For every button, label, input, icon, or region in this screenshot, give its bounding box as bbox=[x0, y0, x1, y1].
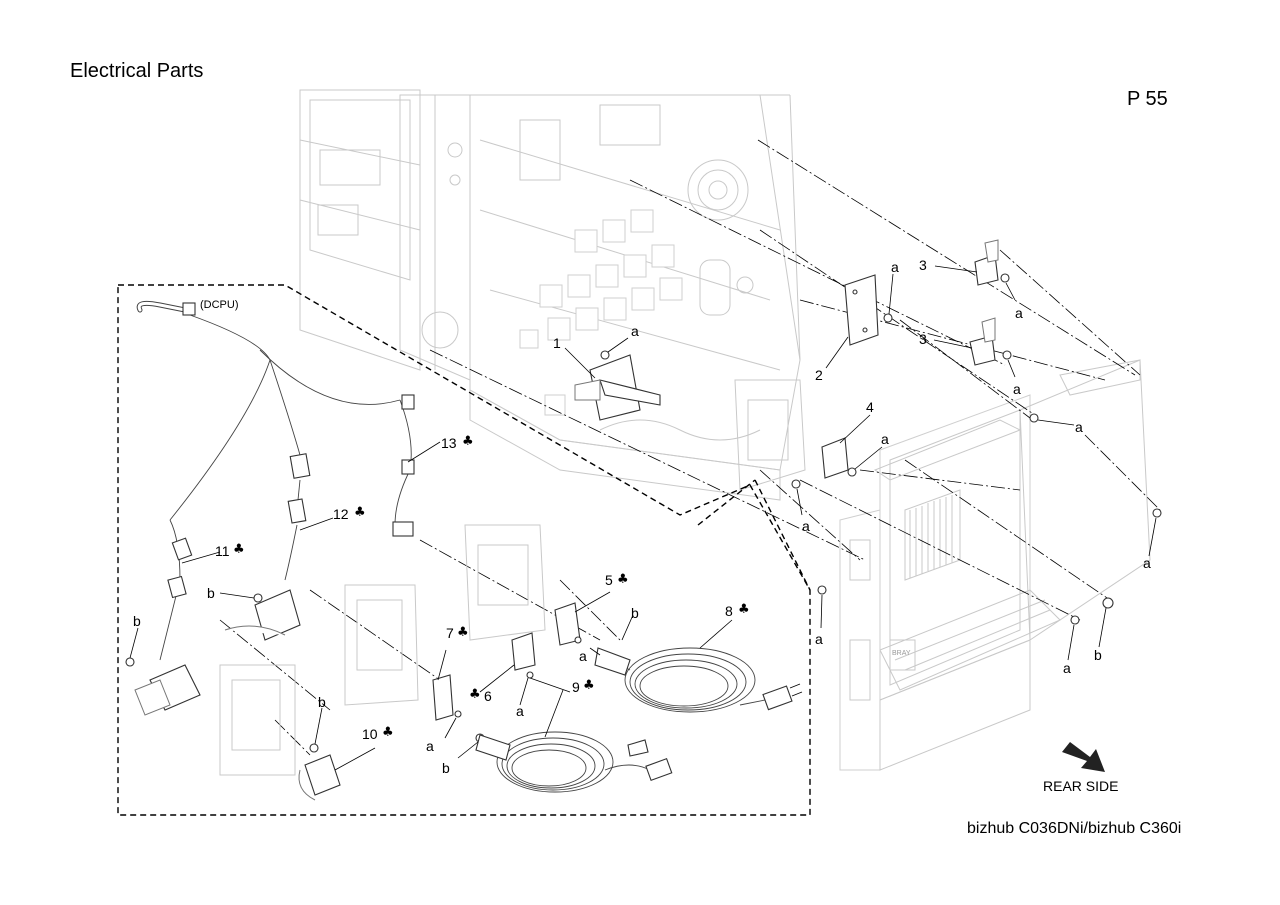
callout-6: 6 bbox=[484, 688, 492, 704]
screw-label-a: a bbox=[891, 259, 899, 275]
screw-label-a: a bbox=[1063, 660, 1071, 676]
screw-label-a: a bbox=[579, 648, 587, 664]
screw-label-a: a bbox=[802, 518, 810, 534]
controller-box: BRAY bbox=[839, 359, 1151, 771]
club-symbol-12: ♣ bbox=[354, 505, 366, 520]
part-12-harness bbox=[224, 359, 311, 641]
callout-1: 1 bbox=[553, 335, 561, 351]
rear-side-indicator: REAR SIDE bbox=[1043, 742, 1118, 794]
machine-frame bbox=[299, 89, 806, 501]
screw-label-b: b bbox=[442, 760, 450, 776]
callout-8: 8 bbox=[725, 603, 733, 619]
club-symbol-7: ♣ bbox=[457, 625, 469, 640]
model-name: bizhub C036DNi/bizhub C360i bbox=[967, 820, 1182, 837]
screw-label-a: a bbox=[881, 431, 889, 447]
internal-mount-brackets bbox=[219, 524, 546, 776]
screw-label-b: b bbox=[207, 585, 215, 601]
screw-label-a: a bbox=[631, 323, 639, 339]
callout-7: 7 bbox=[446, 625, 454, 641]
subassembly-boundary bbox=[117, 284, 811, 816]
screw-label-b: b bbox=[631, 605, 639, 621]
screw-label-b: b bbox=[318, 694, 326, 710]
screw-label-a: a bbox=[426, 738, 434, 754]
callout-5: 5 bbox=[605, 572, 613, 588]
part-9-power-cord bbox=[475, 731, 673, 793]
page-title: Electrical Parts bbox=[70, 60, 204, 82]
screws-right bbox=[817, 413, 1162, 625]
part-10-inlet bbox=[298, 743, 341, 801]
screw-label-a: a bbox=[815, 631, 823, 647]
screw-label-a: a bbox=[1015, 305, 1023, 321]
club-symbol-11: ♣ bbox=[233, 542, 245, 557]
club-symbol-6: ♣ bbox=[469, 687, 481, 702]
direction-arrow-icon bbox=[1062, 742, 1105, 772]
callout-labels: 1 2 3 3 4 5 6 7 8 9 10 11 12 13 ♣ ♣ ♣ ♣ … bbox=[133, 257, 1151, 776]
part-3-clip-lower bbox=[969, 317, 1012, 366]
screw-label-b: b bbox=[133, 613, 141, 629]
club-symbol-10: ♣ bbox=[382, 725, 394, 740]
screw-label-b: b bbox=[1094, 647, 1102, 663]
screw-label-a: a bbox=[516, 703, 524, 719]
part-7-plate bbox=[432, 674, 485, 743]
part-8-power-cord bbox=[594, 647, 803, 713]
club-symbol-5: ♣ bbox=[617, 572, 629, 587]
svg-text:BRAY: BRAY bbox=[892, 650, 911, 657]
part-6-plate bbox=[511, 632, 536, 679]
callout-3-lower: 3 bbox=[919, 331, 927, 347]
page-number: P 55 bbox=[1127, 88, 1168, 110]
part-1-bracket bbox=[574, 350, 661, 421]
part-3-clip-upper bbox=[974, 239, 1010, 286]
callout-13: 13 bbox=[441, 435, 457, 451]
screw-label-a: a bbox=[1075, 419, 1083, 435]
part-13-harness bbox=[259, 349, 415, 537]
connector-label-dcpu: (DCPU) bbox=[200, 299, 239, 311]
callout-10: 10 bbox=[362, 726, 378, 742]
callout-2: 2 bbox=[815, 367, 823, 383]
callout-4: 4 bbox=[866, 399, 874, 415]
screw-label-a: a bbox=[1013, 381, 1021, 397]
part-11-harness bbox=[125, 300, 271, 716]
callout-9: 9 bbox=[572, 679, 580, 695]
club-symbol-8: ♣ bbox=[738, 602, 750, 617]
club-symbol-13: ♣ bbox=[462, 434, 474, 449]
part-4-cover bbox=[791, 437, 857, 489]
part-2-plate bbox=[844, 274, 893, 346]
leader-lines bbox=[129, 265, 1157, 771]
part-5-plate bbox=[554, 602, 582, 646]
screw-label-a: a bbox=[1143, 555, 1151, 571]
callout-12: 12 bbox=[333, 506, 349, 522]
callout-3-upper: 3 bbox=[919, 257, 927, 273]
callout-11: 11 bbox=[215, 543, 230, 559]
club-symbol-9: ♣ bbox=[583, 678, 595, 693]
rear-side-label: REAR SIDE bbox=[1043, 778, 1118, 794]
